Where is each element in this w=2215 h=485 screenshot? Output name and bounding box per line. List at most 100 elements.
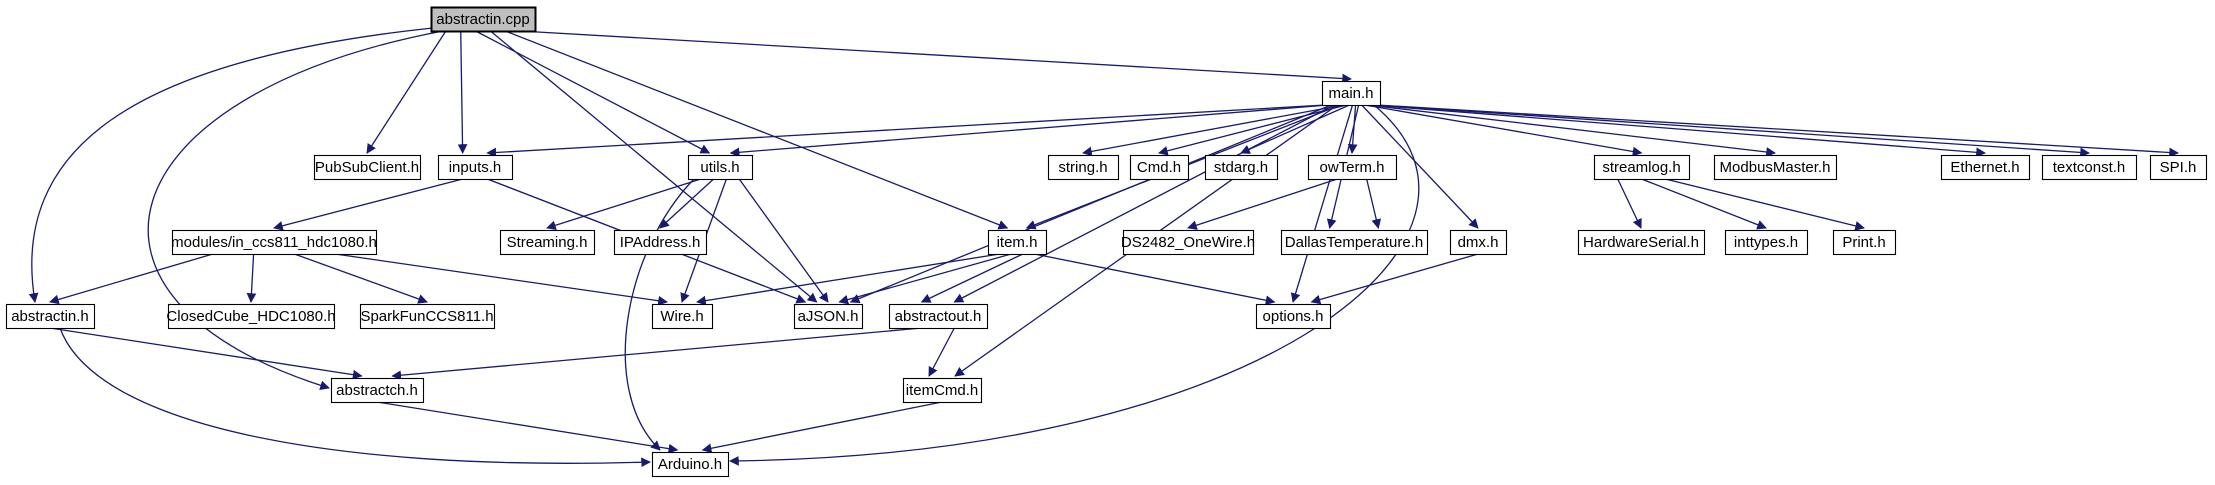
node-label: Print.h [1842,234,1885,251]
edge-streamlog_h-to-inttypes_h [1641,178,1767,230]
node-ds2482_onewire_h[interactable]: DS2482_OneWire.h [1121,229,1255,256]
edge-main_h-to-streamlog_h [1364,104,1643,157]
edge-main_h-to-owterm_h [1347,104,1358,154]
node-abstractout_h[interactable]: abstractout.h [888,303,989,330]
edge-main_h-to-stdarg_h [1240,104,1350,154]
edge-inputs_h-to-modules_in_ccs811_hdc1080_h [273,178,463,231]
edge-main_h-to-abstractout_h [953,104,1335,303]
node-label: textconst.h [2053,159,2126,176]
edge-main_h-to-arduino_h [729,104,1420,466]
node-label: ModbusMaster.h [1720,159,1831,176]
edge-modules_in_ccs811_hdc1080_h-to-sparkfunccs811_h [294,253,428,304]
edge-main_h-to-spi_h [1376,104,2179,158]
edge-modules_in_ccs811_hdc1080_h-to-closedcube_hdc1080_h [246,253,257,303]
node-utils_h[interactable]: utils.h [687,154,754,181]
node-dallastemperature_h[interactable]: DallasTemperature.h [1280,229,1429,256]
node-print_h[interactable]: Print.h [1832,229,1897,256]
edge-abstractin_cpp-to-item_h [505,30,1009,230]
node-label: Arduino.h [658,456,722,473]
node-inttypes_h[interactable]: inttypes.h [1724,229,1809,256]
node-label: SPI.h [2160,159,2197,176]
node-label: DS2482_OneWire.h [1121,234,1255,251]
edge-main_h-to-ajson_h [849,104,1332,304]
node-item_h[interactable]: item.h [987,229,1048,256]
edges-layer [28,27,2179,468]
edge-abstractin_cpp-to-main_h [520,30,1352,84]
edge-modules_in_ccs811_hdc1080_h-to-abstractin_h [49,253,213,305]
node-itemcmd_h[interactable]: itemCmd.h [902,377,983,404]
node-label: dmx.h [1458,234,1499,251]
edge-abstractout_h-to-abstractch_h [391,327,922,381]
edge-main_h-to-string_h [1082,104,1344,157]
node-ethernet_h[interactable]: Ethernet.h [1940,154,2031,181]
node-closedcube_hdc1080_h[interactable]: ClosedCube_HDC1080.h [166,303,336,330]
edge-owterm_h-to-ds2482_onewire_h [1187,178,1338,230]
edge-owterm_h-to-dallastemperature_h [1366,178,1382,229]
edge-main_h-to-modbusmaster_h [1367,104,1776,157]
node-abstractch_h[interactable]: abstractch.h [330,377,425,404]
node-label: utils.h [700,159,739,176]
edge-utils_h-to-arduino_h [624,178,695,451]
node-label: abstractout.h [895,308,982,325]
edge-abstractin_cpp-to-inputs_h [457,30,468,154]
node-spi_h[interactable]: SPI.h [2149,154,2208,181]
node-owterm_h[interactable]: owTerm.h [1307,154,1398,181]
edge-main_h-to-inputs_h [486,104,1326,158]
node-label: Cmd.h [1137,159,1181,176]
node-label: itemCmd.h [906,382,979,399]
node-label: SparkFunCCS811.h [360,308,493,325]
node-label: string.h [1058,159,1107,176]
node-string_h[interactable]: string.h [1047,154,1120,181]
node-label: stdarg.h [1214,159,1268,176]
node-label: HardwareSerial.h [1583,234,1699,251]
node-hardwareserial_h[interactable]: HardwareSerial.h [1577,229,1706,256]
edge-main_h-to-options_h [1290,104,1354,303]
node-label: inputs.h [449,159,502,176]
node-label: inttypes.h [1734,234,1798,251]
node-options_h[interactable]: options.h [1255,303,1332,330]
node-label: abstractin.h [11,308,89,325]
edge-abstractin_cpp-to-pubsubclient_h [366,30,447,154]
edge-abstractout_h-to-itemcmd_h [928,327,955,377]
edge-abstractin_h-to-abstractch_h [49,327,363,380]
node-label: options.h [1263,308,1324,325]
edge-itemcmd_h-to-arduino_h [701,401,943,454]
node-dmx_h[interactable]: dmx.h [1449,229,1508,256]
node-arduino_h[interactable]: Arduino.h [651,451,730,478]
edge-abstractin_cpp-to-abstractin_h [28,27,434,303]
node-label: main.h [1328,85,1373,102]
node-label: streamlog.h [1602,159,1680,176]
edge-streamlog_h-to-hardwareserial_h [1617,178,1642,229]
edge-utils_h-to-ajson_h [738,178,829,303]
edge-abstractin_cpp-to-utils_h [475,30,711,154]
edge-streamlog_h-to-print_h [1665,178,1865,231]
node-abstractin_cpp[interactable]: abstractin.cpp [430,6,537,33]
edge-item_h-to-ajson_h [838,253,1012,305]
edge-abstractin_h-to-arduino_h [59,327,651,468]
node-label: aJSON.h [798,308,859,325]
node-modules_in_ccs811_hdc1080_h[interactable]: modules/in_ccs811_hdc1080.h [171,229,378,256]
node-label: IPAddress.h [620,234,701,251]
edge-modules_in_ccs811_hdc1080_h-to-wire_h [335,253,668,306]
node-stdarg_h[interactable]: stdarg.h [1204,154,1279,181]
edge-dmx_h-to-options_h [1310,253,1479,305]
node-label: modules/in_ccs811_hdc1080.h [171,234,377,251]
node-streaming_h[interactable]: Streaming.h [499,229,596,256]
node-textconst_h[interactable]: textconst.h [2041,154,2138,181]
node-wire_h[interactable]: Wire.h [651,303,714,330]
node-main_h[interactable]: main.h [1321,80,1382,107]
node-pubsubclient_h[interactable]: PubSubClient.h [313,154,422,181]
node-cmd_h[interactable]: Cmd.h [1129,154,1190,181]
node-label: owTerm.h [1319,159,1384,176]
node-ipaddress_h[interactable]: IPAddress.h [613,229,708,256]
node-inputs_h[interactable]: inputs.h [437,154,514,181]
node-streamlog_h[interactable]: streamlog.h [1593,154,1691,181]
node-modbusmaster_h[interactable]: ModbusMaster.h [1713,154,1838,181]
node-ajson_h[interactable]: aJSON.h [793,303,864,330]
node-sparkfunccs811_h[interactable]: SparkFunCCS811.h [359,303,496,330]
node-abstractin_h[interactable]: abstractin.h [5,303,96,330]
edge-item_h-to-wire_h [696,253,1000,306]
edge-main_h-to-utils_h [729,104,1329,158]
